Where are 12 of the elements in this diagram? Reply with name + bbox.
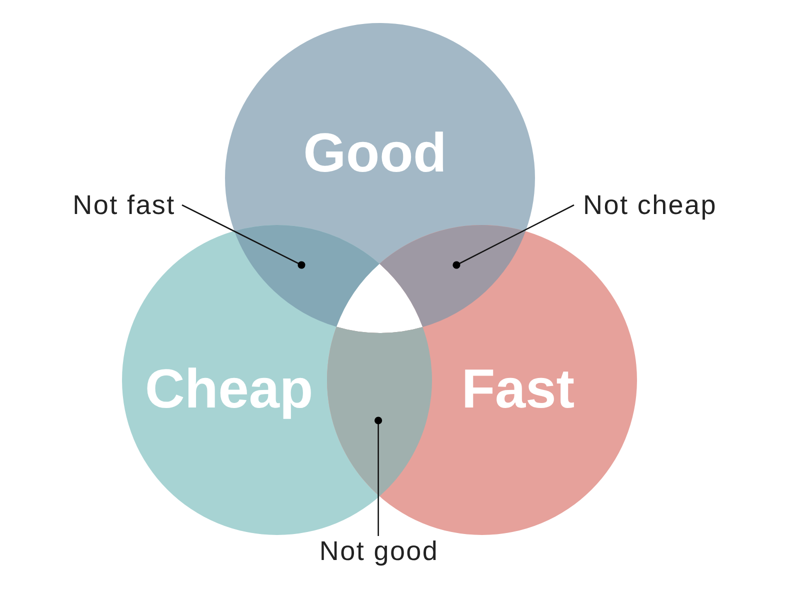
circle-title: Fast xyxy=(461,362,575,416)
callout-label: Not fast xyxy=(66,190,182,220)
circle-title: Cheap xyxy=(144,362,314,416)
circle-title: Good xyxy=(303,126,447,180)
overlap-region xyxy=(327,326,432,496)
callout-label: Not good xyxy=(312,536,446,566)
callout-label: Not cheap xyxy=(574,190,726,220)
overlap-region xyxy=(234,225,380,327)
leader-line xyxy=(182,204,306,269)
leader-line xyxy=(374,416,382,536)
leader-line xyxy=(452,204,574,269)
overlap-region xyxy=(380,225,526,327)
